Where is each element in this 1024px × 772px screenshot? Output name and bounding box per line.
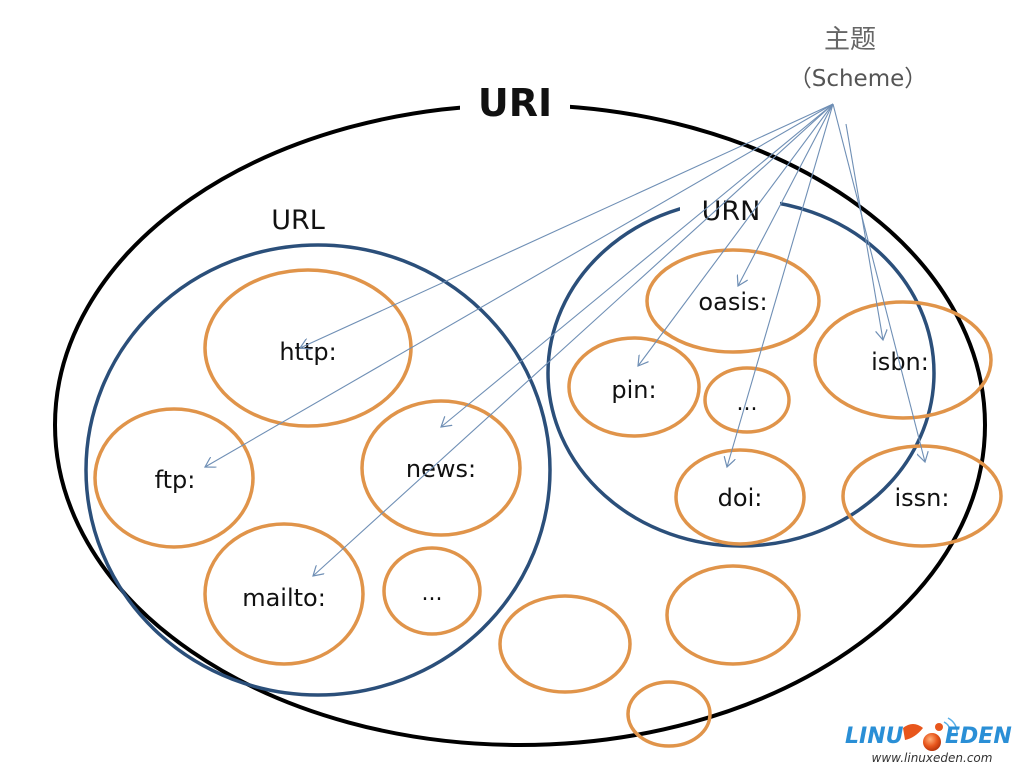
scheme-label-oasis: oasis: <box>698 288 767 316</box>
scheme-label-url-more: ... <box>422 581 443 606</box>
arrow-to-pin <box>638 103 834 366</box>
logo-text-left: LINU <box>845 724 904 749</box>
url-title-gap <box>245 198 355 240</box>
scheme-label-cn: 主题 <box>824 25 876 55</box>
scheme-ellipse-doi <box>674 448 806 546</box>
scheme-ellipse-news <box>360 399 522 537</box>
url-group-boundary <box>84 243 552 697</box>
scheme-ellipse-url-more <box>382 546 482 636</box>
scheme-ellipse-isbn <box>813 300 993 420</box>
scheme-ellipse-unlabeled-1 <box>498 594 632 694</box>
scheme-ellipse-pin <box>567 336 701 438</box>
logo-x-icon <box>903 724 923 740</box>
url-group-label: URL <box>271 205 325 236</box>
uri-title-gap <box>460 80 570 125</box>
uri-title: URI <box>478 81 552 125</box>
scheme-ellipse-unlabeled-2 <box>665 564 801 666</box>
urn-group-label: URN <box>702 196 761 227</box>
scheme-ellipse-ftp <box>93 407 255 549</box>
arrow-to-issn <box>832 103 925 462</box>
scheme-label-issn: issn: <box>895 484 950 512</box>
arrow-to-news <box>441 103 834 427</box>
logo-ball-icon <box>923 733 941 751</box>
scheme-label-en: （Scheme） <box>789 66 928 92</box>
scheme-ellipse-oasis <box>645 248 821 354</box>
scheme-label-mailto: mailto: <box>242 584 326 612</box>
arrow-to-mailto <box>313 103 834 576</box>
scheme-label-isbn: isbn: <box>871 348 929 376</box>
scheme-label-urn-more: ... <box>737 391 758 416</box>
logo-url: www.linuxeden.com <box>872 751 993 765</box>
scheme-label-http: http: <box>279 338 336 366</box>
scheme-label-doi: doi: <box>718 484 763 512</box>
arrow-to-ftp <box>205 103 834 467</box>
scheme-arrows <box>205 103 925 576</box>
arrow-to-oasis <box>738 103 834 286</box>
scheme-ellipse-mailto <box>203 522 365 666</box>
uri-boundary <box>53 103 987 747</box>
scheme-ellipse-issn <box>841 444 1003 548</box>
linuxeden-watermark: LINU EDEN www.linuxeden.com <box>845 717 1012 765</box>
scheme-label-ftp: ftp: <box>155 466 196 494</box>
logo-signal-icon <box>943 717 958 734</box>
scheme-ellipse-urn-more <box>703 366 791 434</box>
scheme-label-pin: pin: <box>611 376 656 404</box>
scheme-ellipse-unlabeled-3 <box>626 680 712 748</box>
logo-dot-icon <box>935 723 943 731</box>
arrow-to-isbn <box>845 123 883 340</box>
urn-title-gap <box>680 192 780 234</box>
logo-text-right: EDEN <box>945 724 1012 749</box>
arrow-to-http <box>300 103 834 348</box>
arrow-to-doi <box>727 103 834 467</box>
